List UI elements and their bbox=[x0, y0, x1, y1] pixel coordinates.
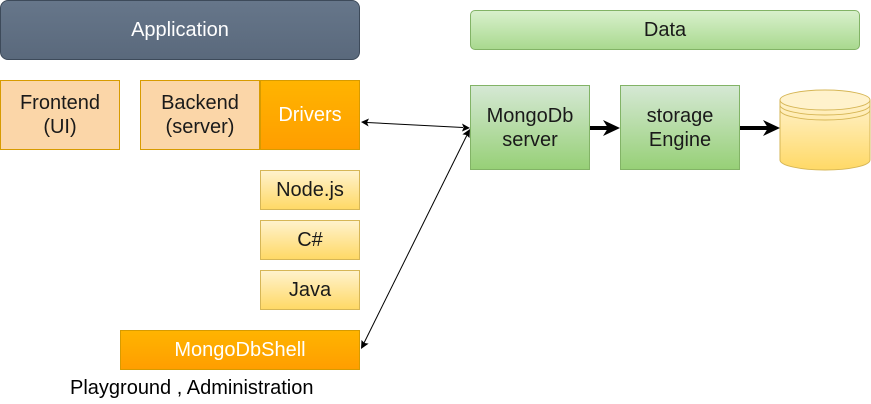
backend-label-line1: Backend bbox=[161, 92, 239, 114]
frontend-label-line2: (UI) bbox=[43, 116, 77, 138]
shell-server-connector bbox=[361, 129, 470, 349]
database-icon bbox=[779, 89, 871, 171]
drivers-node: Drivers bbox=[260, 80, 360, 150]
frontend-label-line1: Frontend bbox=[19, 92, 101, 114]
frontend-node: Frontend (UI) bbox=[0, 80, 120, 150]
mongodb-server-label-line1: MongoDb bbox=[486, 104, 574, 127]
storage-engine-label-line2: Engine bbox=[648, 128, 712, 151]
csharp-driver-node: C# bbox=[260, 220, 360, 260]
server-engine-arrow bbox=[590, 120, 620, 136]
backend-label-line2: (server) bbox=[165, 116, 235, 138]
backend-node: Backend (server) bbox=[140, 80, 260, 150]
storage-engine-node: storage Engine bbox=[620, 85, 740, 170]
mongodb-server-label-line2: server bbox=[502, 128, 558, 151]
shell-caption: Playground , Administration bbox=[70, 377, 314, 399]
nodejs-driver-node: Node.js bbox=[260, 170, 360, 210]
data-group-header: Data bbox=[470, 10, 860, 50]
engine-database-arrow bbox=[740, 120, 780, 136]
storage-engine-label-line1: storage bbox=[646, 104, 714, 127]
application-group-header: Application bbox=[0, 0, 360, 60]
drivers-server-connector bbox=[361, 118, 470, 132]
mongodb-server-node: MongoDb server bbox=[470, 85, 590, 170]
mongodb-shell-node: MongoDbShell bbox=[120, 330, 360, 370]
java-driver-node: Java bbox=[260, 270, 360, 310]
